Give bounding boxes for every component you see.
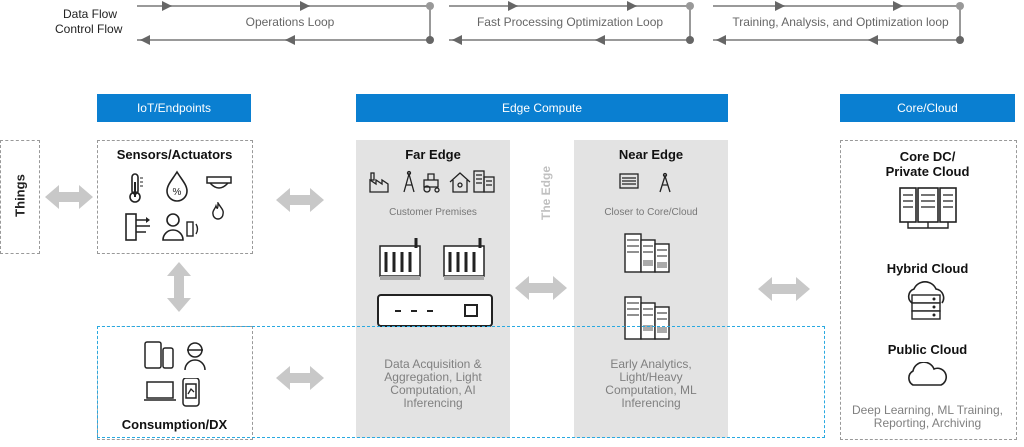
near-edge-small-icons	[619, 172, 671, 193]
arrow-things-sensors	[45, 185, 93, 209]
fire-icon	[212, 202, 224, 220]
devices-icon-bottom	[144, 378, 200, 407]
core-private-line: Core DC/	[899, 149, 956, 164]
person-sensor-icon	[162, 213, 199, 241]
thermometer-icon	[129, 173, 143, 203]
core-private-line: Private Cloud	[885, 164, 970, 179]
far-edge-desc-line: Computation, AI	[390, 383, 476, 397]
near-edge-title: Near Edge	[618, 147, 684, 162]
sensors-title: Sensors/Actuators	[116, 147, 233, 162]
training-loop-label: Training, Analysis, and Optimization loo…	[732, 15, 949, 29]
far-edge-subtitle: Customer Premises	[389, 207, 477, 218]
near-edge-rack-icon-1	[624, 233, 670, 273]
core-desc-line: Deep Learning, ML Training,	[852, 403, 1003, 417]
hybrid-cloud-title: Hybrid Cloud	[886, 261, 969, 276]
near-edge-box	[574, 140, 728, 438]
arrow-consumption-faredge	[276, 366, 324, 390]
devices-icon-top	[144, 341, 206, 371]
core-private-cloud-title: Core DC/ Private Cloud	[840, 149, 1015, 179]
near-edge-desc-line: Inferencing	[621, 396, 681, 410]
near-edge-subtitle: Closer to Core/Cloud	[604, 207, 698, 218]
near-edge-desc-line: Light/Heavy	[619, 370, 683, 384]
legend-control-flow: Control Flow	[55, 22, 123, 36]
core-desc-line: Reporting, Archiving	[873, 416, 982, 430]
far-edge-desc-line: Data Acquisition &	[384, 357, 482, 371]
public-cloud-title: Public Cloud	[887, 342, 968, 357]
things-label: Things	[12, 174, 28, 217]
premises-icons	[369, 170, 495, 193]
the-edge-label: The Edge	[539, 166, 553, 221]
near-edge-rack-icon-2	[624, 296, 670, 340]
header-edge-compute: Edge Compute	[356, 94, 728, 122]
far-edge-desc: Data Acquisition & Aggregation, Light Co…	[356, 358, 510, 410]
near-edge-desc-line: Early Analytics,	[610, 357, 692, 371]
edge-server-icon	[377, 294, 493, 327]
consumption-box	[97, 326, 253, 440]
hybrid-cloud-icon	[907, 281, 945, 320]
consumption-band	[97, 326, 825, 438]
consumption-title: Consumption/DX	[121, 417, 228, 432]
humidity-icon: %	[166, 170, 188, 202]
arrow-sensors-consumption	[167, 262, 191, 312]
actuator-valve-icon	[125, 213, 150, 241]
arrow-faredge-nearedge	[515, 276, 567, 300]
header-core-cloud: Core/Cloud	[840, 94, 1015, 122]
far-edge-desc-line: Inferencing	[403, 396, 463, 410]
gateway-rack-icon	[379, 238, 485, 280]
arrow-sensors-faredge	[276, 188, 324, 212]
far-edge-desc-line: Aggregation, Light	[384, 370, 482, 384]
smoke-detector-icon	[206, 176, 232, 189]
datacenter-server-icon	[899, 187, 957, 229]
sensors-box	[97, 140, 253, 254]
legend-data-flow: Data Flow	[63, 7, 118, 21]
fast-loop-label: Fast Processing Optimization Loop	[476, 15, 664, 29]
header-iot-endpoints: IoT/Endpoints	[97, 94, 251, 122]
arrow-nearedge-core	[758, 277, 810, 301]
near-edge-desc: Early Analytics, Light/Heavy Computation…	[574, 358, 728, 410]
public-cloud-icon	[908, 362, 947, 386]
things-box	[0, 140, 40, 254]
near-edge-desc-line: Computation, ML	[605, 383, 697, 397]
far-edge-title: Far Edge	[405, 147, 461, 162]
operations-loop-label: Operations Loop	[245, 15, 335, 29]
loop-lines	[137, 1, 964, 45]
svg-text:%: %	[173, 187, 182, 198]
core-desc: Deep Learning, ML Training, Reporting, A…	[840, 404, 1015, 430]
